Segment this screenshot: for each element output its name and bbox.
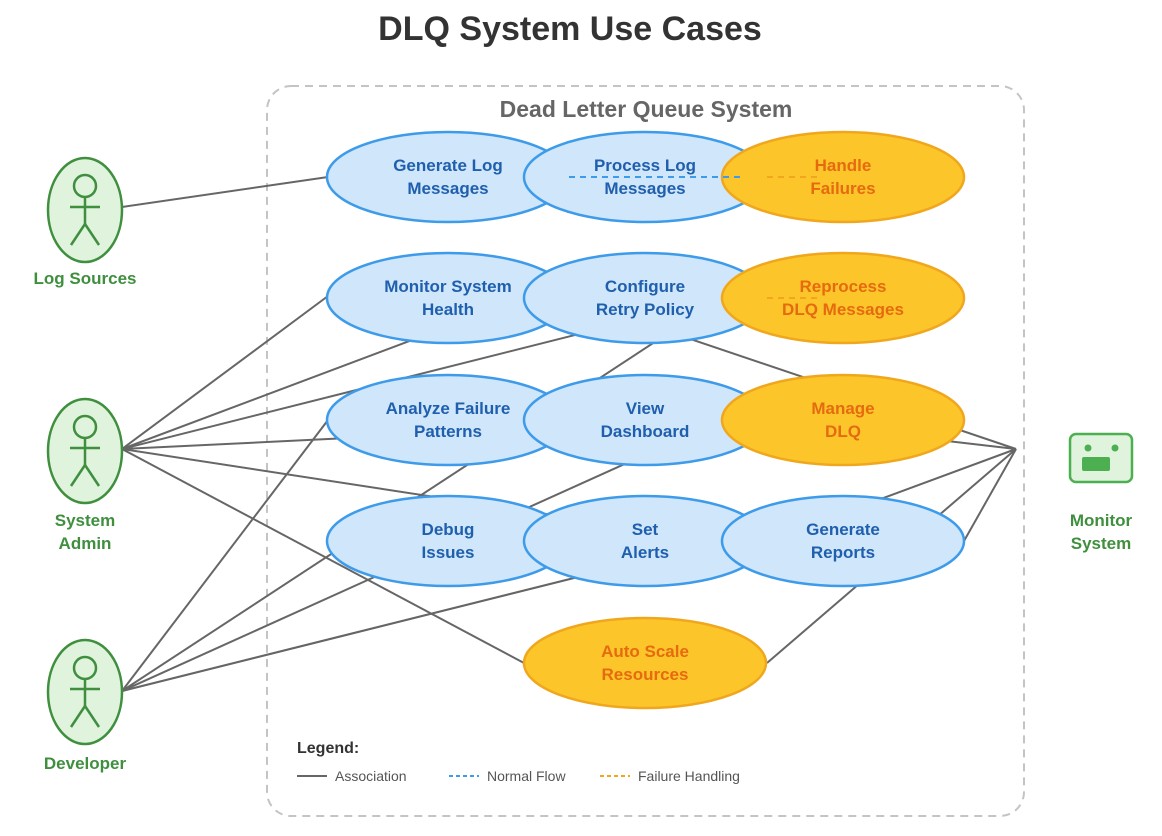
association-line (121, 297, 723, 692)
legend-label: Association (335, 768, 407, 784)
stick-figure-icon (46, 397, 124, 505)
legend-item: Failure Handling (600, 768, 740, 784)
use-case-label-line: Auto Scale (601, 642, 689, 661)
use-case-label-line: Health (422, 300, 474, 319)
use-case-ellipse (720, 373, 966, 467)
use-case-ellipse (522, 616, 768, 710)
use-case-label-line: Process Log (594, 156, 696, 175)
legend-title: Legend: (297, 740, 359, 757)
use-case-label-line: Messages (407, 179, 488, 198)
association-line (121, 176, 329, 208)
use-case-label-line: Monitor System (384, 277, 512, 296)
use-case-label-line: Resources (602, 665, 689, 684)
actor-label-line: Admin (59, 534, 112, 553)
use-case-label-line: View (626, 399, 665, 418)
legend-label: Failure Handling (638, 768, 740, 784)
use-case-label-line: Reports (811, 543, 875, 562)
legend-item: Association (297, 768, 407, 784)
actor-label: Developer (44, 754, 127, 773)
use-case-label-line: Reprocess (800, 277, 887, 296)
actor-label-line: Monitor (1070, 511, 1133, 530)
association-line (963, 448, 1017, 542)
association-line (121, 419, 329, 692)
use-case-label-line: Handle (815, 156, 872, 175)
use-case-ellipse (720, 130, 966, 224)
use-case-label-line: Debug (422, 520, 475, 539)
use-case-label-line: DLQ Messages (782, 300, 904, 319)
use-case-label-line: Set (632, 520, 659, 539)
use-case-label-line: Patterns (414, 422, 482, 441)
use-case-label-line: Issues (422, 543, 475, 562)
flow-lines (569, 176, 820, 299)
use-case-label-line: Messages (604, 179, 685, 198)
monitor-system-icon (1068, 432, 1134, 484)
use-case-ellipse (720, 251, 966, 345)
system-boundary (266, 85, 1025, 817)
association-line (121, 295, 329, 450)
legend-item: Normal Flow (449, 768, 566, 784)
use-case-label-line: Analyze Failure (386, 399, 511, 418)
actor-label-line: Developer (44, 754, 127, 773)
actor-label-line: Log Sources (34, 269, 137, 288)
use-case-label-line: Generate (806, 520, 880, 539)
actor-label: Log Sources (34, 269, 137, 288)
use-case-label-line: Generate Log (393, 156, 503, 175)
use-case-label-line: Dashboard (601, 422, 690, 441)
actor-log-sources[interactable]: Log Sources (34, 156, 137, 288)
use-case-label-line: DLQ (825, 422, 861, 441)
legend-label: Normal Flow (487, 768, 566, 784)
use-case-label-line: Failures (810, 179, 875, 198)
system-boundary-label: Dead Letter Queue System (500, 96, 793, 122)
use-case-label-line: Configure (605, 277, 685, 296)
association-line (121, 448, 525, 664)
use-case-label-line: Alerts (621, 543, 669, 562)
actor-developer[interactable]: Developer (44, 638, 127, 773)
actor-label-line: System (55, 511, 115, 530)
stick-figure-icon (46, 156, 124, 264)
use-case-ellipse (720, 494, 966, 588)
legend: Legend: Association Normal Flow Failure Ha… (297, 740, 740, 784)
use-case-label-line: Retry Policy (596, 300, 695, 319)
use-case-label-line: Manage (811, 399, 874, 418)
actor-label-line: System (1071, 534, 1131, 553)
stick-figure-icon (46, 638, 124, 746)
diagram-title: DLQ System Use Cases (378, 10, 762, 48)
